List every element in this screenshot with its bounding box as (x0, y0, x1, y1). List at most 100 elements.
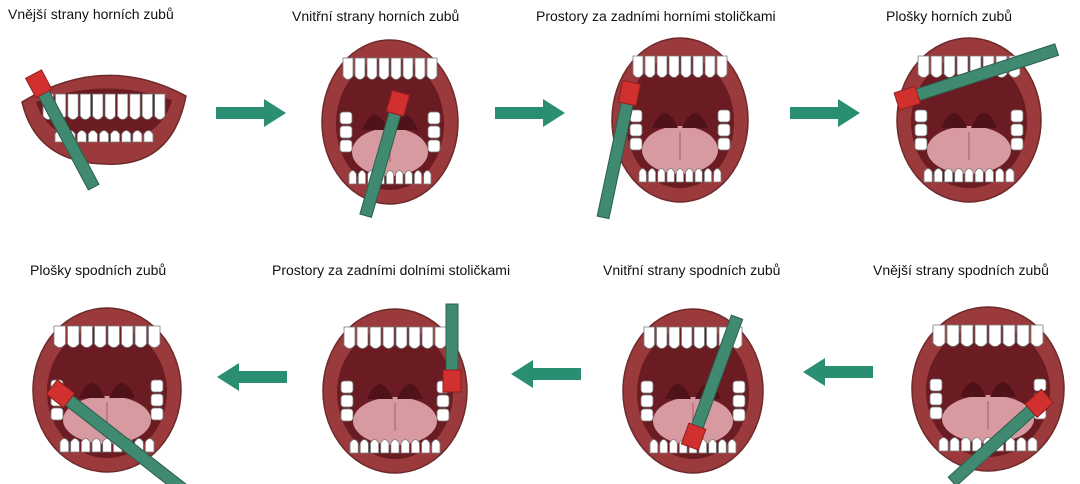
tooth (644, 327, 655, 349)
molar (930, 379, 942, 391)
tooth (947, 325, 959, 347)
tooth (645, 56, 655, 78)
brush-bristles (618, 81, 640, 106)
molar (151, 408, 163, 420)
tooth (427, 58, 437, 80)
arrow-right-icon (790, 99, 860, 127)
tooth (424, 171, 431, 185)
tooth (657, 56, 667, 78)
tooth (650, 440, 658, 454)
molar (437, 395, 449, 407)
tooth (704, 169, 711, 183)
tooth (975, 169, 983, 183)
tooth (924, 169, 932, 183)
tooth (432, 440, 440, 454)
tooth (728, 440, 736, 454)
molar (641, 381, 653, 393)
tooth (77, 131, 86, 143)
tooth (682, 327, 693, 349)
closed-smile-brush-outer-upper-icon (14, 56, 194, 186)
tooth (81, 439, 90, 453)
tooth (350, 440, 358, 454)
tooth (435, 327, 446, 349)
open-mouth-brush-upper-chewing-icon (884, 30, 1054, 210)
tooth (54, 326, 66, 348)
tooth (639, 169, 646, 183)
tooth (707, 327, 718, 349)
tooth (133, 131, 142, 143)
tooth (122, 131, 131, 143)
tooth (660, 440, 668, 454)
molar (428, 126, 440, 138)
molar (1011, 138, 1023, 150)
tooth (403, 58, 413, 80)
tooth (1006, 169, 1014, 183)
tooth (714, 169, 721, 183)
tooth (155, 94, 165, 120)
open-mouth-brush-inner-upper-icon (310, 32, 470, 212)
molar (1011, 110, 1023, 122)
step-8-label: Plošky spodních zubů (30, 262, 166, 278)
tooth (669, 327, 680, 349)
tooth (961, 325, 973, 347)
tooth (667, 169, 674, 183)
tooth (939, 438, 948, 452)
open-mouth-brush-inner-lower-icon (608, 300, 778, 482)
tooth (80, 94, 90, 120)
tooth (1031, 325, 1043, 347)
arrow-left-icon (217, 363, 287, 391)
tooth (68, 94, 78, 120)
tooth (933, 325, 945, 347)
tooth (355, 58, 365, 80)
tooth (955, 169, 963, 183)
molar (930, 407, 942, 419)
molar (51, 408, 63, 420)
tooth (669, 56, 679, 78)
tooth (95, 326, 107, 348)
tooth (648, 169, 655, 183)
tooth (92, 439, 101, 453)
molar (340, 112, 352, 124)
molar (1011, 124, 1023, 136)
molar (151, 380, 163, 392)
tooth (658, 169, 665, 183)
tooth (944, 169, 952, 183)
tooth (676, 169, 683, 183)
tooth (88, 131, 97, 143)
molar (915, 138, 927, 150)
tooth (1003, 325, 1015, 347)
tooth (414, 171, 421, 185)
tooth (360, 440, 368, 454)
tooth (411, 440, 419, 454)
open-mouth-brush-outer-lower-icon (894, 298, 1074, 480)
tooth (105, 94, 115, 120)
tooth (975, 325, 987, 347)
tooth (386, 171, 393, 185)
tooth (409, 327, 420, 349)
tooth (370, 440, 378, 454)
step-7-label: Prostory za zadními dolními stoličkami (272, 262, 510, 278)
molar (340, 126, 352, 138)
tooth (344, 327, 355, 349)
arrow-left-icon (511, 360, 581, 388)
tooth (717, 56, 727, 78)
brush-handle (446, 304, 458, 374)
molar (630, 124, 642, 136)
arrow-left-icon (803, 358, 873, 386)
molar (437, 409, 449, 421)
tooth (396, 171, 403, 185)
tooth (357, 327, 368, 349)
tooth (695, 169, 702, 183)
tooth (422, 440, 430, 454)
tooth (142, 94, 152, 120)
tooth (111, 131, 120, 143)
molar (341, 409, 353, 421)
step-3-label: Prostory za zadními horními stoličkami (536, 8, 776, 24)
tooth (1017, 438, 1026, 452)
molar (718, 124, 730, 136)
molar (733, 395, 745, 407)
molar (718, 138, 730, 150)
molar (428, 140, 440, 152)
molar (733, 409, 745, 421)
molar (915, 124, 927, 136)
